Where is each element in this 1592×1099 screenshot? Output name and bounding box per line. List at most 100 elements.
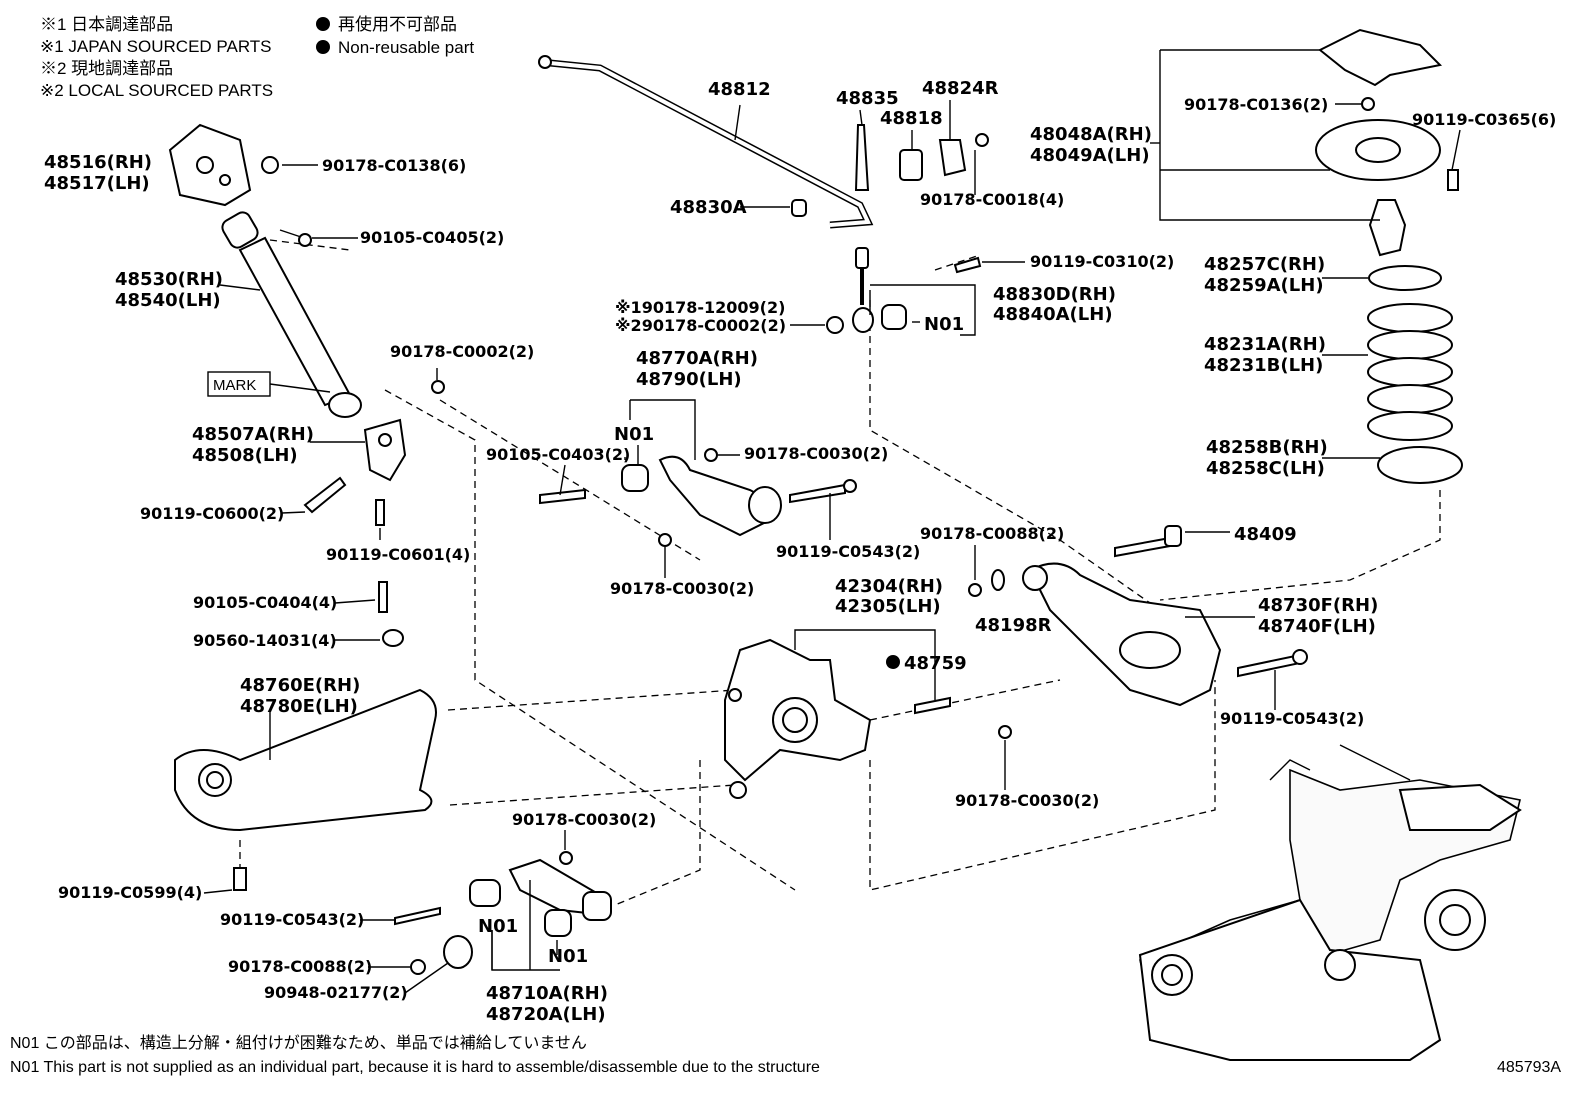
label-90560-14031: 90560-14031(4) [193, 631, 337, 650]
nonreusable-dot-icon [886, 655, 900, 669]
spring-insulator-upper [1368, 265, 1442, 291]
label-48048A: 48048A(RH) [1030, 124, 1152, 145]
bolt-icon [789, 483, 846, 504]
label-48258B: 48258B(RH) [1206, 437, 1328, 458]
label-48257C: 48257C(RH) [1204, 254, 1325, 275]
bolt-icon [1237, 653, 1301, 678]
shock-absorber-group [168, 123, 362, 418]
label-90178-C0088-bottom-left: 90178-C0088(2) [228, 957, 372, 976]
bushing-icon [899, 149, 923, 181]
nut-icon [826, 316, 844, 334]
label-90119-C0310: 90119-C0310(2) [1030, 252, 1174, 271]
label-90119-C0365: 90119-C0365(6) [1412, 110, 1556, 129]
figure-id: 485793A [1497, 1059, 1561, 1076]
label-90105-C0404: 90105-C0404(4) [193, 593, 337, 612]
legend-nonreusable-en: Non-reusable part [338, 38, 474, 57]
nonreusable-dot-icon [316, 40, 330, 54]
assembled-view [1138, 744, 1522, 1061]
label-48258C: 48258C(LH) [1206, 458, 1325, 479]
label-48049A: 48049A(LH) [1030, 145, 1150, 166]
label-N01-upper-arm: N01 [614, 424, 654, 445]
assembly-dashed-lines [239, 239, 1441, 906]
legend-local-sourced-ja: ※2 現地調達部品 [40, 59, 173, 78]
label-48516: 48516(RH) [44, 152, 152, 173]
label-48759: 48759 [904, 653, 967, 674]
bushing-icon [544, 909, 572, 937]
nut-icon [410, 959, 426, 975]
label-90119-C0601: 90119-C0601(4) [326, 545, 470, 564]
label-48830D: 48830D(RH) [993, 284, 1116, 305]
label-48790: 48790(LH) [636, 369, 742, 390]
bolt-icon [1114, 536, 1171, 558]
spring-group [1315, 28, 1463, 484]
bolt-icon [394, 906, 441, 926]
label-90178-C0030-c: 90178-C0030(2) [512, 810, 656, 829]
label-48710A: 48710A(RH) [486, 983, 608, 1004]
bolt-icon [298, 233, 312, 247]
label-90178-C0088-right: 90178-C0088(2) [920, 524, 1064, 543]
label-N01-toe-link-left: N01 [478, 916, 518, 937]
label-N01-toe-link-right: N01 [548, 946, 588, 967]
label-42305: 42305(LH) [835, 596, 941, 617]
nut-icon [559, 851, 573, 865]
label-90178-C0030-d: 90178-C0030(2) [955, 791, 1099, 810]
label-90178-C0138: 90178-C0138(6) [322, 156, 466, 175]
nut-icon [968, 583, 982, 597]
bushing-icon [881, 304, 907, 330]
bolt-icon [914, 696, 951, 715]
label-N01-stab-link: N01 [924, 314, 964, 335]
label-48507A: 48507A(RH) [192, 424, 314, 445]
bolt-icon [233, 867, 247, 891]
label-48740F: 48740F(LH) [1258, 616, 1376, 637]
label-48835: 48835 [836, 88, 899, 109]
stabilizer-group [538, 55, 989, 229]
label-90119-C0543-bottom-left: 90119-C0543(2) [220, 910, 364, 929]
label-48198R: 48198R [975, 615, 1052, 636]
label-48818: 48818 [880, 108, 943, 129]
label-90105-C0403: 90105-C0403(2) [486, 445, 630, 464]
toe-link-group [394, 851, 612, 975]
nut-icon [658, 533, 672, 547]
label-48259A: 48259A(LH) [1204, 275, 1324, 296]
label-90119-C0600: 90119-C0600(2) [140, 504, 284, 523]
label-48508: 48508(LH) [192, 445, 298, 466]
label-90119-C0543-right: 90119-C0543(2) [1220, 709, 1364, 728]
nut-icon [998, 725, 1012, 739]
label-48231A: 48231A(RH) [1204, 334, 1326, 355]
bolt-icon [375, 499, 385, 526]
stabilizer-link-group [826, 247, 982, 334]
legend-local-sourced-en: ※2 LOCAL SOURCED PARTS [40, 81, 273, 100]
label-48780E: 48780E(LH) [240, 696, 358, 717]
label-48540: 48540(LH) [115, 290, 221, 311]
bushing-icon [469, 879, 501, 907]
nut-icon [1361, 97, 1375, 111]
label-48720A: 48720A(LH) [486, 1004, 606, 1025]
leader-lines [203, 49, 1461, 994]
label-48812: 48812 [708, 79, 771, 100]
nonreusable-dot-icon [316, 17, 330, 31]
spring-insulator-lower [1377, 446, 1463, 484]
bushing-icon [791, 199, 807, 217]
label-90178-C0030-a: 90178-C0030(2) [744, 444, 888, 463]
label-90178-C0002: 90178-C0002(2) [390, 342, 534, 361]
bolt-icon [1447, 169, 1459, 191]
label-90178-12009: ※190178-12009(2) [615, 298, 785, 317]
footer-note-ja: N01 この部品は、構造上分解・組付けが困難なため、単品では補給していません [10, 1034, 587, 1052]
washer-icon [443, 935, 473, 969]
top-support-plate [1318, 28, 1443, 87]
bolt-icon [303, 476, 347, 514]
label-48530: 48530(RH) [115, 269, 223, 290]
link-icon [854, 124, 870, 191]
label-48760E: 48760E(RH) [240, 675, 360, 696]
legend-japan-sourced-en: ※1 JAPAN SOURCED PARTS [40, 37, 272, 56]
label-90119-C0599: 90119-C0599(4) [58, 883, 202, 902]
part-labels: 48516(RH) 48517(LH) 90178-C0138(6) 90105… [44, 78, 1556, 1025]
washer-icon [382, 629, 404, 647]
shock-bracket-group [303, 380, 445, 526]
label-90948-02177: 90948-02177(2) [264, 983, 408, 1002]
legend-japan-sourced-ja: ※1 日本調達部品 [40, 15, 173, 34]
label-90178-C0030-b: 90178-C0030(2) [610, 579, 754, 598]
bolt-icon [378, 581, 388, 613]
legend-nonreusable-ja: 再使用不可部品 [338, 14, 457, 34]
